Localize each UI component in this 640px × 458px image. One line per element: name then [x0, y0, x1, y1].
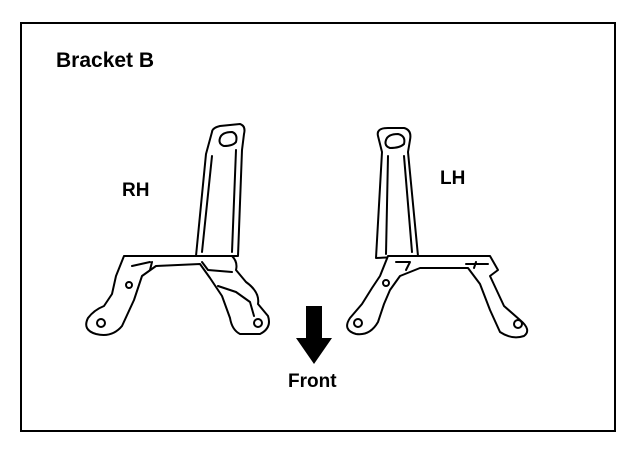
bracket-rh-hole-left	[96, 318, 106, 328]
bracket-lh-base	[346, 255, 529, 339]
bracket-lh	[346, 127, 529, 339]
label-rh: RH	[122, 180, 150, 201]
bracket-rh-arm-edge	[201, 149, 237, 253]
arrow-down-icon	[296, 306, 332, 364]
bracket-lh-flange-contour	[395, 261, 489, 271]
bracket-rh-base	[85, 255, 270, 336]
bracket-rh-flange-contour	[131, 261, 255, 317]
bracket-lh-hole-left	[353, 318, 363, 328]
bracket-lh-hole-right	[513, 319, 523, 329]
bracket-rh-slot	[218, 131, 238, 147]
bracket-lh-hole-mid	[382, 279, 390, 287]
bracket-lh-arm-edge	[385, 155, 413, 255]
label-front: Front	[288, 371, 337, 392]
bracket-lh-slot	[384, 133, 406, 149]
bracket-rh	[85, 123, 270, 336]
bracket-rh-hole-right	[253, 318, 263, 328]
diagram-title: Bracket B	[56, 49, 155, 72]
bracket-rh-hole-mid	[125, 281, 133, 289]
diagram-frame	[20, 22, 616, 432]
label-lh: LH	[440, 168, 466, 189]
